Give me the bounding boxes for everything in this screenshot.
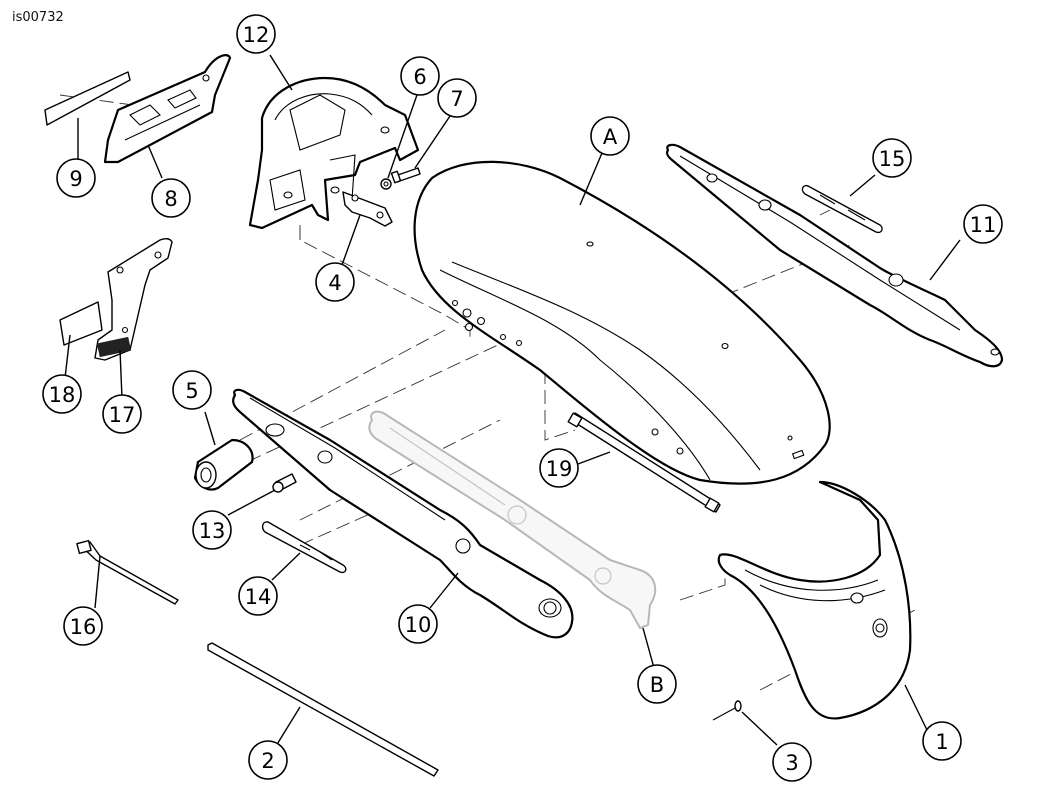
leader-lines xyxy=(64,54,961,747)
document-id: is00732 xyxy=(12,10,64,25)
callout-2-label: 2 xyxy=(261,749,274,773)
callout-12: 12 xyxy=(236,14,276,54)
strip-2 xyxy=(207,642,439,777)
callout-18-label: 18 xyxy=(49,383,76,407)
callout-a: A xyxy=(590,116,630,156)
callout-a-label: A xyxy=(603,125,618,149)
callout-1: 1 xyxy=(922,721,962,761)
bracket-4 xyxy=(342,191,393,227)
callout-17-label: 17 xyxy=(109,403,136,427)
callout-b: B xyxy=(637,664,677,704)
callout-13-label: 13 xyxy=(199,519,226,543)
plate-8 xyxy=(103,54,232,164)
callout-15-label: 15 xyxy=(879,147,906,171)
cable-tie-16 xyxy=(76,539,179,605)
callout-8-label: 8 xyxy=(164,187,177,211)
callout-5: 5 xyxy=(172,370,212,410)
callout-6-label: 6 xyxy=(413,65,426,89)
bracket-12 xyxy=(248,76,420,230)
pin-3 xyxy=(712,700,742,721)
callout-5-label: 5 xyxy=(185,379,198,403)
callout-14: 14 xyxy=(238,576,278,616)
callout-11: 11 xyxy=(963,204,1003,244)
strut-11 xyxy=(665,143,1004,368)
callout-2: 2 xyxy=(248,740,288,780)
callout-10-label: 10 xyxy=(405,613,432,637)
bracket-17 xyxy=(94,237,173,361)
callout-9: 9 xyxy=(56,158,96,198)
callout-14-label: 14 xyxy=(245,585,272,609)
callout-13: 13 xyxy=(192,510,232,550)
fender-a xyxy=(413,160,831,485)
ghost-strut-b xyxy=(368,410,657,629)
callout-9-label: 9 xyxy=(69,167,82,191)
callout-8: 8 xyxy=(151,178,191,218)
callout-15: 15 xyxy=(872,138,912,178)
callout-1-label: 1 xyxy=(935,730,948,754)
rod-19 xyxy=(567,412,721,513)
nut-6 xyxy=(380,178,392,190)
callout-7: 7 xyxy=(437,78,477,118)
callout-11-label: 11 xyxy=(970,213,997,237)
callout-7-label: 7 xyxy=(450,87,463,111)
callout-16: 16 xyxy=(63,606,103,646)
callout-19: 19 xyxy=(539,448,579,488)
callout-4: 4 xyxy=(315,262,355,302)
grommet-5 xyxy=(193,438,254,491)
decal-14 xyxy=(261,521,347,574)
callout-16-label: 16 xyxy=(70,615,97,639)
callout-18: 18 xyxy=(42,374,82,414)
rear-fender-1 xyxy=(717,480,912,720)
strut-10 xyxy=(232,388,574,639)
decal-15 xyxy=(801,184,883,234)
bolt-13 xyxy=(272,473,297,493)
callout-4-label: 4 xyxy=(328,271,341,295)
callout-17: 17 xyxy=(102,394,142,434)
screw-7 xyxy=(390,167,421,184)
tape-9 xyxy=(44,71,131,126)
callout-3-label: 3 xyxy=(785,751,798,775)
callout-3: 3 xyxy=(772,742,812,782)
callout-10: 10 xyxy=(398,604,438,644)
callout-b-label: B xyxy=(650,673,664,697)
callout-6: 6 xyxy=(400,56,440,96)
pad-18 xyxy=(59,301,103,346)
callout-12-label: 12 xyxy=(243,23,270,47)
callout-19-label: 19 xyxy=(546,457,573,481)
